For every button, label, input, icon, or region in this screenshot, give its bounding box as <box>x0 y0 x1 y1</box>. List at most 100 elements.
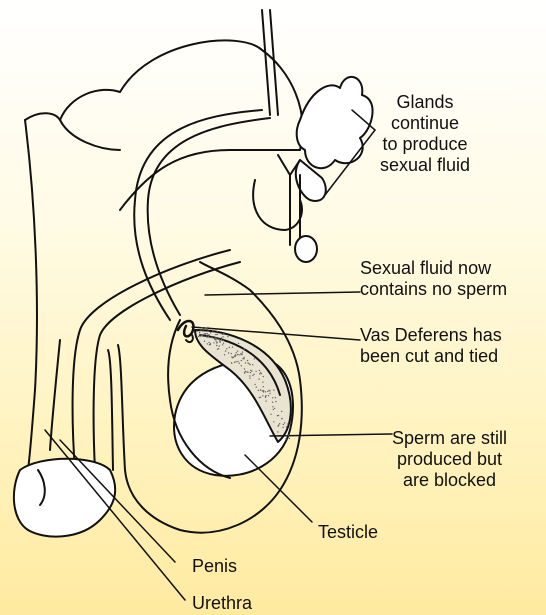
stipple-dot <box>216 342 217 343</box>
penis-shaft-line <box>108 350 113 470</box>
stipple-dot <box>243 357 244 358</box>
stipple-dot <box>283 424 284 425</box>
stipple-dot <box>274 408 275 409</box>
stipple-dot <box>286 426 287 427</box>
penis-outline-left <box>50 340 60 450</box>
stipple-dot <box>249 378 250 379</box>
stipple-dot <box>196 331 197 332</box>
stipple-dot <box>250 364 251 365</box>
vas-tie <box>178 321 193 336</box>
stipple-dot <box>205 333 206 334</box>
label-glands: Glands continue to produce sexual fluid <box>380 92 470 176</box>
stipple-dot <box>281 411 282 412</box>
stipple-dot <box>247 360 248 361</box>
stipple-dot <box>255 371 256 372</box>
penis-outline-right <box>118 345 125 470</box>
stipple-dot <box>208 336 209 337</box>
stipple-dot <box>278 415 279 416</box>
stipple-dot <box>284 422 285 423</box>
stipple-dot <box>244 371 245 372</box>
stipple-dot <box>247 372 248 373</box>
stipple-dot <box>275 397 276 398</box>
stipple-dot <box>213 342 214 343</box>
stipple-dot <box>200 329 201 330</box>
stipple-dot <box>206 337 207 338</box>
stipple-dot <box>242 351 243 352</box>
label-fluid-line1: Sexual fluid now <box>360 258 491 278</box>
stipple-dot <box>237 361 238 362</box>
stipple-dot <box>206 335 207 336</box>
stipple-dot <box>216 345 217 346</box>
stipple-dot <box>210 337 211 338</box>
stipple-dot <box>240 354 241 355</box>
stipple-dot <box>207 328 208 329</box>
stipple-dot <box>221 337 222 338</box>
stipple-dot <box>207 343 208 344</box>
stipple-dot <box>242 358 243 359</box>
stipple-dot <box>202 330 203 331</box>
stipple-dot <box>223 340 224 341</box>
ureter <box>262 10 270 115</box>
stipple-dot <box>250 370 251 371</box>
stipple-dot <box>205 328 206 329</box>
body-outline-left <box>25 120 37 470</box>
stipple-dot <box>250 372 251 373</box>
stipple-dot <box>236 352 237 353</box>
stipple-dot <box>247 362 248 363</box>
stipple-dot <box>219 345 220 346</box>
stipple-dot <box>214 338 215 339</box>
stipple-dot <box>272 406 273 407</box>
stipple-dot <box>275 401 276 402</box>
stipple-dot <box>228 352 229 353</box>
stipple-dot <box>199 332 200 333</box>
stipple-dot <box>204 341 205 342</box>
stipple-dot <box>215 340 216 341</box>
stipple-dot <box>254 384 255 385</box>
label-sperm: Sperm are still produced but are blocked <box>392 428 507 491</box>
stipple-dot <box>258 390 259 391</box>
label-vas: Vas Deferens has been cut and tied <box>360 325 502 367</box>
label-glands-line2: continue <box>391 113 459 133</box>
stipple-dot <box>268 395 269 396</box>
label-penis: Penis <box>192 556 237 577</box>
stipple-dot <box>286 435 287 436</box>
stipple-dot <box>254 358 255 359</box>
stipple-dot <box>262 382 263 383</box>
label-glands-line3: to produce <box>383 134 468 154</box>
stipple-dot <box>224 354 225 355</box>
stipple-dot <box>273 389 274 390</box>
stipple-dot <box>252 364 253 365</box>
stipple-dot <box>225 350 226 351</box>
stipple-dot <box>245 362 246 363</box>
stipple-dot <box>232 357 233 358</box>
stipple-dot <box>249 375 250 376</box>
stipple-dot <box>234 362 235 363</box>
stipple-dot <box>199 334 200 335</box>
stipple-dot <box>233 357 234 358</box>
label-testicle: Testicle <box>318 522 378 543</box>
stipple-dot <box>279 423 280 424</box>
stipple-dot <box>221 339 222 340</box>
stipple-dot <box>256 387 257 388</box>
stipple-dot <box>263 376 264 377</box>
stipple-dot <box>285 438 286 439</box>
stipple-dot <box>258 378 259 379</box>
stipple-dot <box>262 395 263 396</box>
stipple-dot <box>267 391 268 392</box>
label-vas-line2: been cut and tied <box>360 346 498 366</box>
label-urethra: Urethra <box>192 593 252 614</box>
stipple-dot <box>215 339 216 340</box>
stipple-dot <box>208 342 209 343</box>
stipple-dot <box>281 418 282 419</box>
stipple-dot <box>239 363 240 364</box>
stipple-dot <box>265 396 266 397</box>
stipple-dot <box>244 368 245 369</box>
stipple-dot <box>216 338 217 339</box>
body-outline-upper <box>60 120 120 150</box>
stipple-dot <box>241 365 242 366</box>
stipple-dot <box>208 334 209 335</box>
stipple-dot <box>263 390 264 391</box>
stipple-dot <box>277 425 278 426</box>
stipple-dot <box>260 390 261 391</box>
